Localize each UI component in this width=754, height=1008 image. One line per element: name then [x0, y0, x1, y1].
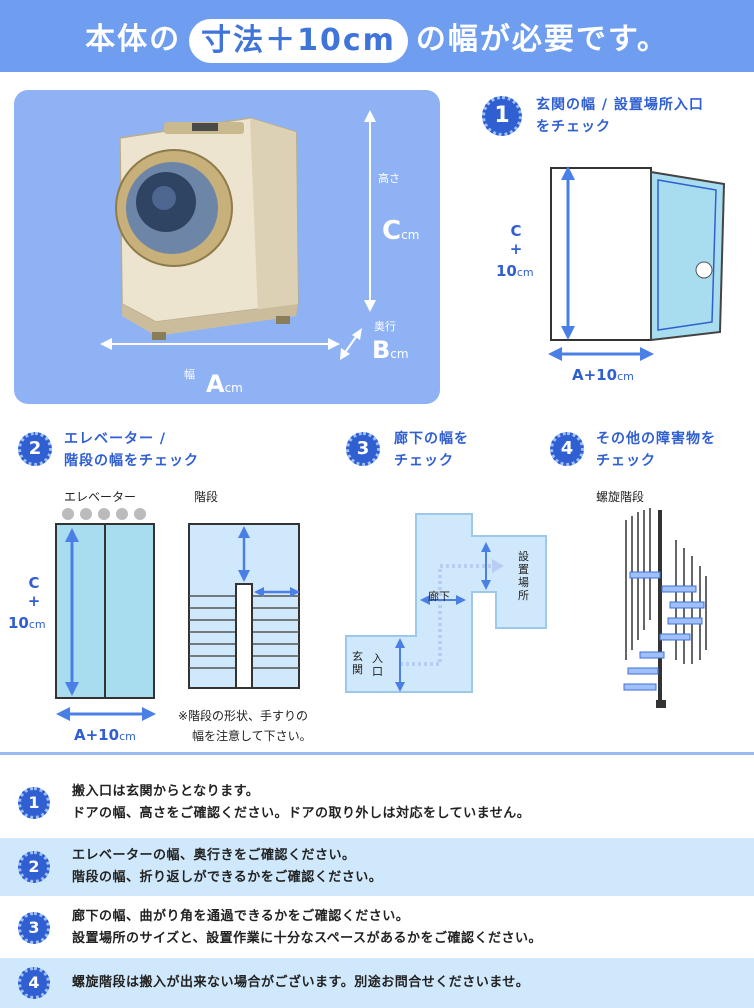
note-row-4: 4 螺旋階段は搬入が出来ない場合がございます。別途お問合せくださいませ。	[0, 958, 754, 1008]
depth-label: 奥行	[374, 320, 396, 333]
section-4-heading-line2: チェック	[596, 453, 656, 469]
title-pill: 寸法＋10cm	[189, 18, 408, 63]
section-4-heading-line1: その他の障害物を	[596, 431, 716, 447]
note-2-line2: 階段の幅、折り返しができるかをご確認ください。	[72, 870, 383, 885]
elevator-c-value: 10cm	[8, 614, 46, 632]
b-dimension-label: Bcm	[372, 336, 409, 364]
note-4-badge: 4	[18, 967, 50, 999]
note-row-2: 2 エレベーターの幅、奥行きをご確認ください。 階段の幅、折り返しができるかをご…	[0, 838, 754, 896]
note-3-text: 廊下の幅、曲がり角を通過できるかをご確認ください。 設置場所のサイズと、設置作業…	[72, 906, 542, 950]
note-2-text: エレベーターの幅、奥行きをご確認ください。 階段の幅、折り返しができるかをご確認…	[72, 845, 382, 889]
note-3-line2: 設置場所のサイズと、設置作業に十分なスペースがあるかをご確認ください。	[72, 931, 543, 946]
note-1-line1: 搬入口は玄関からとなります。	[72, 784, 260, 799]
section-2-heading-line2: 階段の幅をチェック	[64, 453, 199, 469]
height-label: 高さ	[378, 172, 400, 185]
section-4-heading: その他の障害物を チェック	[596, 428, 716, 472]
section-1-heading-line2: をチェック	[536, 119, 611, 135]
washing-machine-illustration	[100, 110, 376, 360]
section-divider	[0, 752, 754, 755]
section-1-heading: 玄関の幅 / 設置場所入口 をチェック	[536, 94, 704, 138]
note-4-text: 螺旋階段は搬入が出来ない場合がございます。別途お問合せくださいませ。	[72, 972, 529, 994]
stairs-note-line2: 幅を注意して下さい。	[192, 729, 312, 743]
machine-panel: 高さ Ccm 奥行 Bcm 幅 Acm	[14, 90, 440, 404]
elevator-c-line2: +	[27, 592, 41, 610]
section-2-heading-line1: エレベーター /	[64, 431, 166, 447]
note-3-badge: 3	[18, 912, 50, 944]
entrance-label: 玄関	[352, 650, 363, 676]
step-2-badge: 2	[18, 432, 52, 466]
width-label: 幅	[184, 368, 195, 381]
stairs-label: 階段	[194, 490, 219, 504]
title-post: の幅が必要です。	[415, 22, 669, 57]
note-1-text: 搬入口は玄関からとなります。 ドアの幅、高さをご確認ください。ドアの取り外しは対…	[72, 781, 530, 825]
door-width-label: A+10cm	[572, 366, 634, 384]
note-row-3: 3 廊下の幅、曲がり角を通過できるかをご確認ください。 設置場所のサイズと、設置…	[0, 898, 754, 958]
door-c-label: C +	[506, 222, 526, 258]
step-3-badge: 3	[346, 432, 380, 466]
elevator-label: エレベーター	[64, 490, 137, 504]
stairs-note-line1: ※階段の形状、手すりの	[178, 709, 309, 723]
section-1-heading-line1: 玄関の幅 / 設置場所入口	[536, 97, 704, 113]
note-3-line1: 廊下の幅、曲がり角を通過できるかをご確認ください。	[72, 909, 410, 924]
section-3-heading-line1: 廊下の幅を	[394, 431, 469, 447]
section-3-heading: 廊下の幅を チェック	[394, 428, 469, 472]
step-1-badge: 1	[482, 96, 522, 136]
elevator-c-label: C +	[24, 574, 44, 610]
c-dimension-label: Ccm	[382, 216, 420, 246]
elevator-c-line1: C	[28, 574, 40, 592]
elevator-width-label: A+10cm	[74, 726, 136, 744]
a-dimension-label: Acm	[206, 370, 243, 398]
step-4-badge: 4	[550, 432, 584, 466]
install-location-label: 設置場所	[518, 550, 529, 602]
note-row-1: 1 搬入口は玄関からとなります。 ドアの幅、高さをご確認ください。ドアの取り外し…	[0, 770, 754, 836]
title-pre: 本体の	[85, 22, 182, 57]
entrance-door-label: 入口	[372, 652, 383, 678]
section-3-heading-line2: チェック	[394, 453, 454, 469]
note-2-line1: エレベーターの幅、奥行きをご確認ください。	[72, 848, 356, 863]
note-4-line1: 螺旋階段は搬入が出来ない場合がございます。別途お問合せくださいませ。	[72, 975, 530, 990]
corridor-label: 廊下	[428, 590, 450, 603]
stairs-note: ※階段の形状、手すりの 幅を注意して下さい。	[178, 706, 312, 746]
section-2-heading: エレベーター / 階段の幅をチェック	[64, 428, 199, 472]
note-1-badge: 1	[18, 787, 50, 819]
door-c-line1: C	[510, 222, 522, 240]
note-2-badge: 2	[18, 851, 50, 883]
door-c-value: 10cm	[496, 262, 534, 280]
door-c-line2: +	[509, 240, 523, 258]
note-1-line2: ドアの幅、高さをご確認ください。ドアの取り外しは対応をしていません。	[72, 806, 531, 821]
spiral-stairs-label: 螺旋階段	[596, 490, 645, 504]
